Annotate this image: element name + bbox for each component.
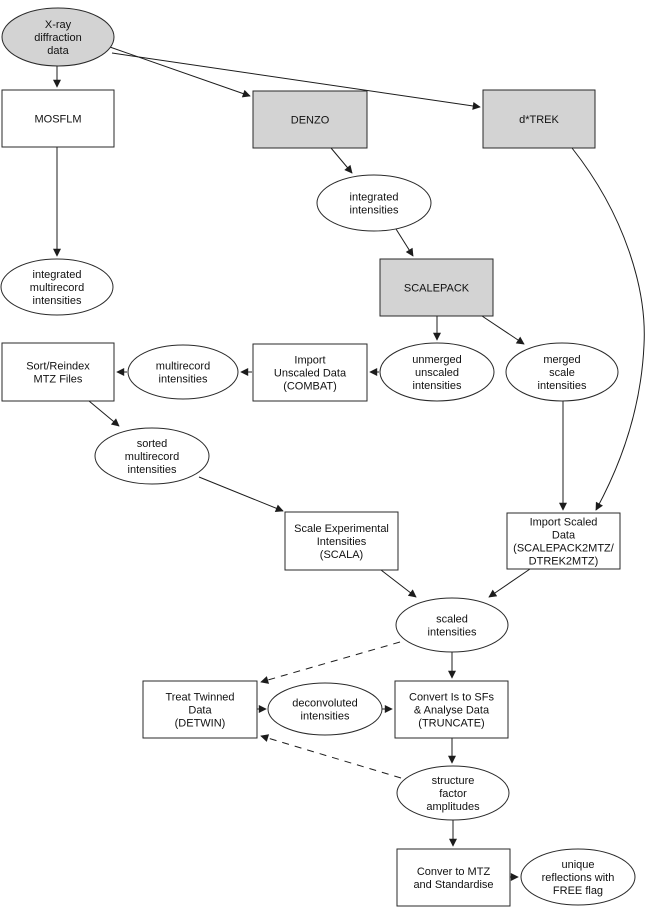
scala-shape	[284, 511, 399, 571]
edge-integrated-to-scalepack	[395, 228, 414, 257]
edge-denzo-to-integrated	[330, 147, 353, 174]
edge-scalepack-to-merged	[481, 315, 525, 345]
node-mosflm: MOSFLM	[1, 89, 115, 148]
edge-xray-to-denzo	[106, 45, 251, 98]
mosflm-shape	[1, 89, 115, 148]
edge-sorted-to-scala	[198, 476, 284, 513]
convert-to-mtz-shape	[396, 848, 511, 907]
import-scaled-shape	[506, 512, 621, 570]
scalepack-label: SCALEPACK	[404, 283, 470, 295]
import-unscaled-combat-shape	[252, 343, 368, 402]
dtrek-label: d*TREK	[519, 114, 559, 126]
edge-scala-to-scaled	[380, 569, 417, 598]
scalepack-shape	[379, 258, 494, 317]
edge-scaled-to-detwin-optional	[260, 641, 401, 684]
edges-layer	[53, 45, 645, 881]
multirecord-intensities-shape	[127, 344, 239, 400]
truncate-label: Convert Is to SFs& Analyse Data(TRUNCATE…	[409, 692, 494, 730]
integrated-multirecord-intensities-shape	[0, 258, 114, 316]
unmerged-unscaled-intensities-shape	[379, 342, 495, 402]
edge-sfa-to-detwin-optional	[260, 734, 402, 779]
edge-dtrek-to-import-scaled	[571, 147, 645, 511]
sort-reindex-mtz-shape	[1, 342, 115, 402]
node-denzo: DENZO	[252, 90, 368, 149]
deconvoluted-intensities-shape	[267, 682, 383, 736]
node-scalepack: SCALEPACK	[379, 258, 494, 317]
edge-sort-to-sorted	[88, 400, 120, 427]
integrated-intensities-shape	[316, 174, 432, 232]
truncate-shape	[394, 680, 509, 739]
mosflm-label: MOSFLM	[34, 114, 81, 126]
detwin-shape	[142, 680, 258, 739]
node-dtrek: d*TREK	[482, 89, 596, 149]
structure-factor-amplitudes-shape	[396, 765, 510, 821]
unique-reflections-shape	[520, 848, 636, 906]
denzo-shape	[252, 90, 368, 149]
denzo-label: DENZO	[291, 115, 330, 127]
scaled-intensities-shape	[395, 597, 509, 653]
node-truncate: Convert Is to SFs& Analyse Data(TRUNCATE…	[394, 680, 509, 739]
dtrek-shape	[482, 89, 596, 149]
edge-import-scaled-to-scaled	[488, 568, 531, 598]
xray-data-shape	[1, 7, 115, 67]
sorted-multirecord-intensities-shape	[94, 427, 210, 485]
edge-xray-to-dtrek	[111, 52, 481, 110]
merged-scale-intensities-shape	[505, 342, 619, 402]
